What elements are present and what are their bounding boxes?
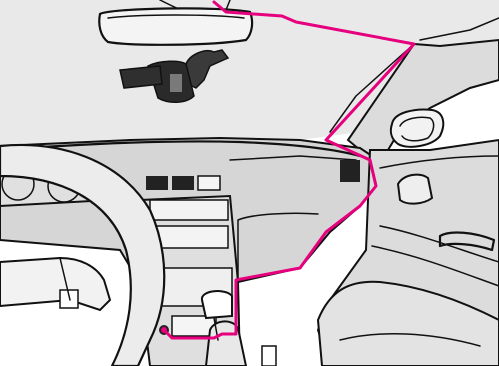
- door-handle: [438, 231, 496, 252]
- door-armrest-lower: [371, 245, 499, 287]
- cable-route: [162, 0, 416, 340]
- gear-knob: [201, 290, 233, 320]
- side-mirror-inner: [399, 116, 435, 142]
- dash-lower-line: [237, 212, 319, 283]
- radio-unit: [149, 199, 229, 221]
- rearview-mirror: [98, 7, 254, 46]
- vent-right: [396, 173, 434, 205]
- steering-hub-line: [59, 257, 71, 301]
- cable-plug: [161, 327, 167, 333]
- roof-line: [419, 17, 499, 41]
- dashcam-lens-block: [119, 65, 163, 89]
- steering-wheel: [0, 143, 166, 366]
- dash-panel-line: [229, 155, 357, 161]
- parking-brake: [261, 345, 277, 366]
- dashcam-screen: [170, 74, 182, 92]
- passenger-seat: [316, 280, 499, 366]
- center-vent-left: [146, 176, 168, 190]
- seat-cushion-line: [339, 333, 481, 347]
- center-vent-mid: [172, 176, 194, 190]
- steering-spoke: [0, 256, 112, 312]
- dashcam-bracket: [185, 49, 230, 89]
- dash-top-edge: [0, 140, 362, 158]
- rearview-mirror-inner: [107, 14, 245, 19]
- dash-sensor: [340, 160, 360, 182]
- door-window-sill: [379, 155, 499, 169]
- center-vent-right: [197, 175, 221, 191]
